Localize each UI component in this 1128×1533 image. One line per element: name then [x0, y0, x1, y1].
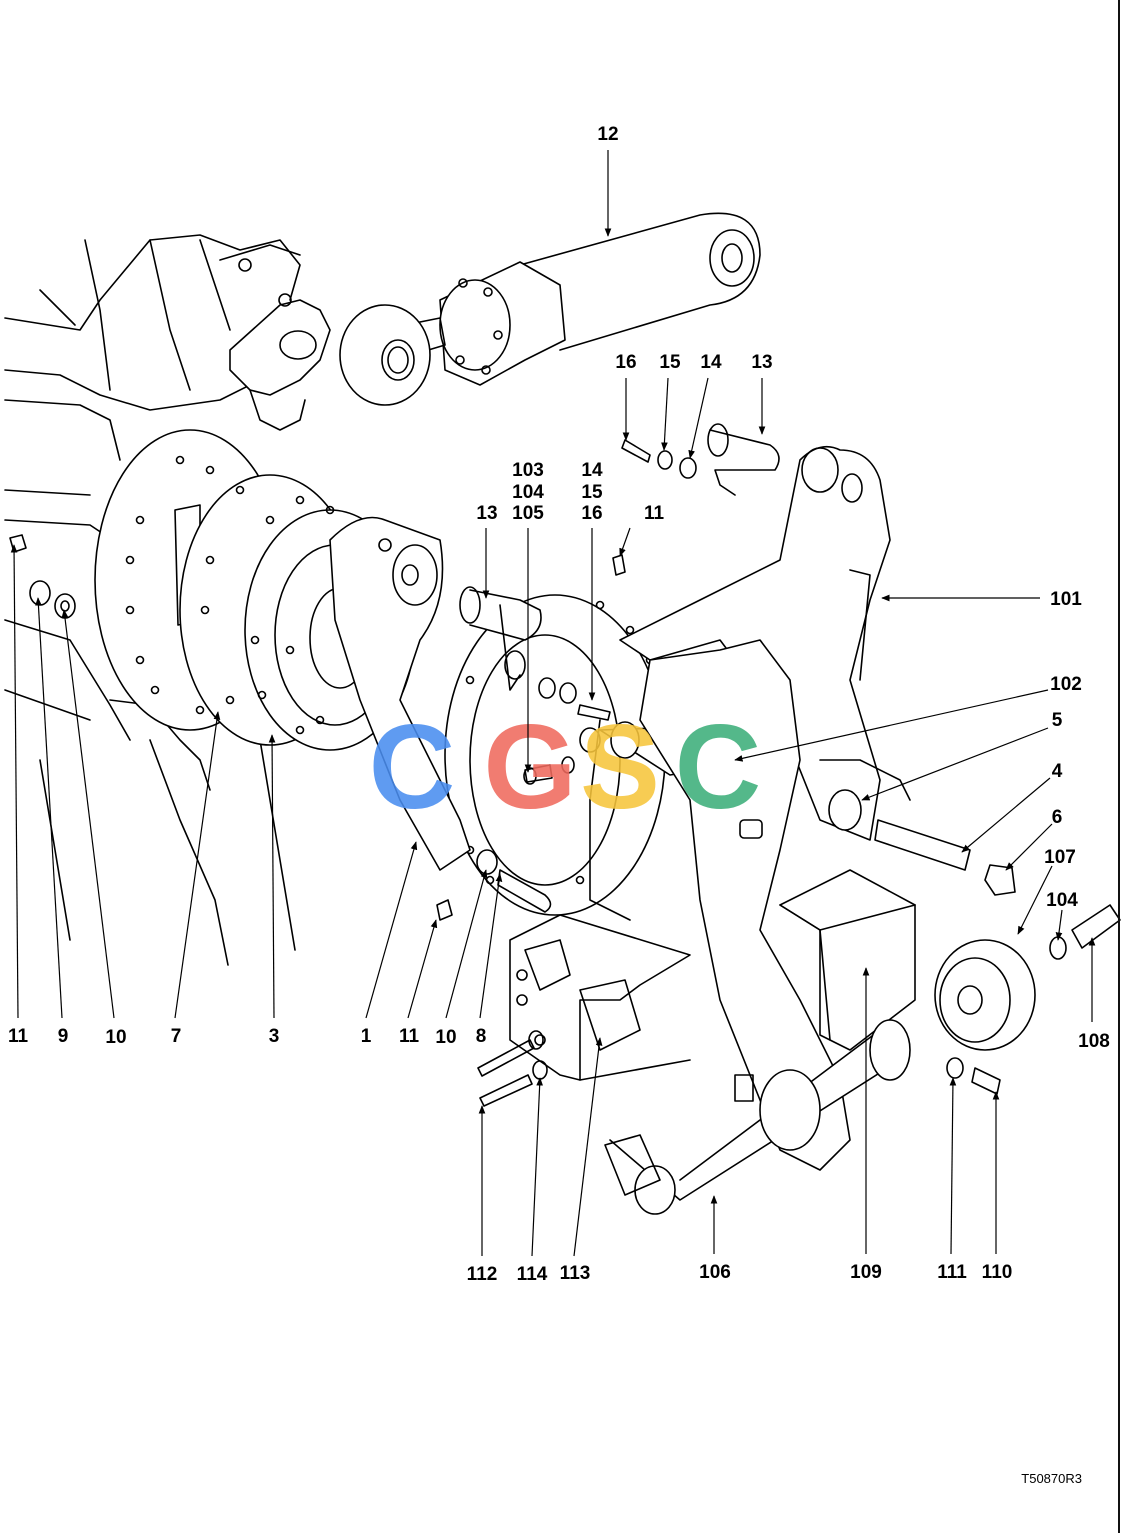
watermark-logo: C G S C [369, 700, 762, 834]
bushing-wheel [934, 939, 1036, 1051]
assembly-drawing [4, 212, 1121, 1215]
callout-112: 112 [467, 1264, 498, 1285]
watermark-letter-g: G [483, 700, 576, 834]
watermark-letter-s: S [580, 700, 660, 834]
watermark-letter-c1: C [369, 700, 456, 834]
callout-113: 113 [560, 1263, 591, 1284]
callout-104-right: 104 [1046, 890, 1078, 911]
callout-16-mid: 16 [581, 503, 602, 524]
callout-15-mid: 15 [581, 482, 603, 503]
callout-103: 103 [512, 460, 544, 481]
callout-10-left: 10 [105, 1027, 126, 1048]
callout-11-bottom: 11 [399, 1026, 420, 1047]
callout-11-left: 11 [8, 1026, 29, 1047]
callout-109: 109 [850, 1262, 882, 1283]
hub-bolt-holes [125, 455, 335, 735]
callout-3: 3 [269, 1026, 280, 1047]
callout-14-mid: 14 [581, 460, 603, 481]
callout-1: 1 [361, 1026, 372, 1047]
callout-5: 5 [1052, 710, 1063, 731]
callout-111: 111 [937, 1262, 967, 1283]
callout-15-top: 15 [659, 352, 681, 373]
steering-linkage [219, 244, 331, 431]
callout-101: 101 [1050, 589, 1082, 610]
callout-4: 4 [1052, 761, 1063, 782]
callout-13-mid: 13 [476, 503, 497, 524]
callout-114: 114 [517, 1264, 548, 1285]
callout-6: 6 [1052, 807, 1063, 828]
callout-10-bottom: 10 [435, 1027, 456, 1048]
drop-pin [604, 1019, 911, 1215]
callout-107: 107 [1044, 847, 1076, 868]
callout-8: 8 [476, 1026, 487, 1047]
callout-104-mid: 104 [512, 482, 544, 503]
callout-13-top: 13 [751, 352, 772, 373]
leader-lines [10, 150, 1096, 1257]
callout-102: 102 [1050, 674, 1082, 695]
callout-108: 108 [1078, 1031, 1110, 1052]
callout-9: 9 [58, 1026, 69, 1047]
callout-14-top: 14 [700, 352, 722, 373]
callout-106: 106 [699, 1262, 731, 1283]
watermark-letter-c2: C [675, 700, 762, 834]
callout-105: 105 [512, 503, 544, 524]
steering-arm [329, 516, 471, 871]
callout-labels: 12 16 15 14 13 103 104 105 14 15 16 13 1… [8, 124, 1110, 1285]
callout-7: 7 [171, 1026, 182, 1047]
clamp-bracket [509, 914, 691, 1081]
hardware [9, 423, 1121, 1107]
hydraulic-cylinder [339, 212, 761, 406]
page-edge-rule [1118, 0, 1120, 1533]
callout-16-top: 16 [615, 352, 636, 373]
callout-11-mid: 11 [644, 503, 665, 524]
callout-110: 110 [982, 1262, 1013, 1283]
reference-code: T50870R3 [1021, 1471, 1082, 1486]
callout-12: 12 [597, 124, 618, 145]
